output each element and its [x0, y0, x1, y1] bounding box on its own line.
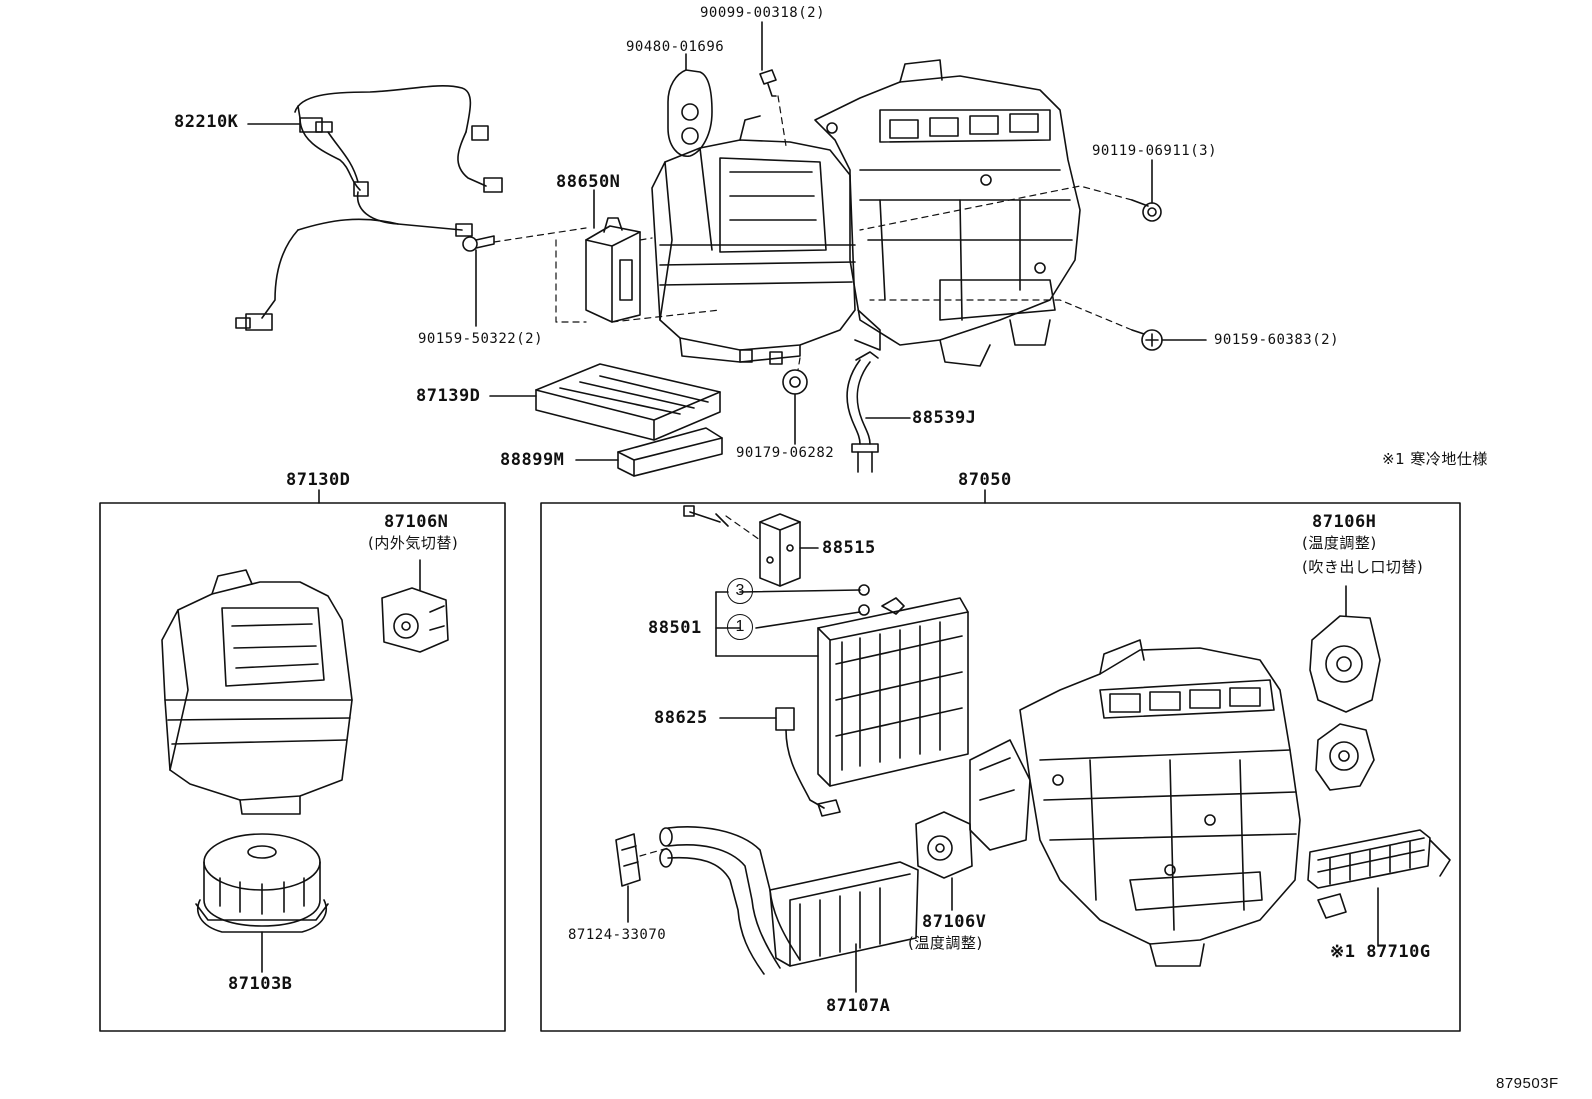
- label-88539j: 88539J: [912, 408, 977, 428]
- screw-90099-00318: [759, 69, 777, 97]
- figure-code: 879503F: [1496, 1075, 1559, 1092]
- label-87103b: 87103B: [228, 974, 293, 994]
- label-87106n: 87106N: [384, 512, 449, 532]
- callout-circle-1: 1: [727, 614, 753, 640]
- label-87710g: ※1 87710G: [1330, 942, 1431, 962]
- top-hvac-assembly: [651, 59, 1081, 367]
- screw-90159-50322: [462, 235, 495, 252]
- grommet-90179-06282: [782, 369, 808, 395]
- blower-module-88650n: [585, 217, 641, 323]
- label-88899m: 88899M: [500, 450, 565, 470]
- bolt-90119-06911: [1131, 199, 1162, 222]
- label-87130d: 87130D: [286, 470, 351, 490]
- label-87124-33070: 87124-33070: [568, 927, 667, 943]
- blower-motor-87103b: [195, 833, 329, 933]
- label-82210k: 82210K: [174, 112, 239, 132]
- expansion-valve-88515: [683, 505, 801, 587]
- label-90099-00318: 90099-00318(2): [700, 5, 826, 21]
- callout-circle-3: 3: [727, 578, 753, 604]
- label-87139d: 87139D: [416, 386, 481, 406]
- blower-case-87130d: [161, 569, 353, 815]
- evaporator-88501: [817, 597, 969, 787]
- label-87106h-desc1: (温度調整): [1302, 534, 1377, 552]
- filter-87139d: [535, 363, 721, 441]
- drain-hose-88539j: [846, 351, 879, 473]
- screw-90159-60383: [1131, 329, 1163, 351]
- filter-cover-88899m: [617, 427, 723, 477]
- servo-87106n: [381, 587, 449, 653]
- ptc-heater-87710g: [1307, 829, 1451, 919]
- label-87106v: 87106V: [922, 912, 987, 932]
- heater-unit-housing-87050: [969, 639, 1301, 967]
- leader-lines: [247, 21, 1379, 993]
- label-90119-06911: 90119-06911(3): [1092, 143, 1218, 159]
- bracket-87124-33070: [615, 833, 641, 887]
- servo-87106h: [1309, 615, 1381, 791]
- label-88515: 88515: [822, 538, 876, 558]
- label-88650n: 88650N: [556, 172, 621, 192]
- label-90480-01696: 90480-01696: [626, 39, 725, 55]
- label-90179-06282: 90179-06282: [736, 445, 835, 461]
- note-cold-region-spec: ※1 寒冷地仕様: [1382, 450, 1488, 468]
- heater-core-87107a: [659, 826, 919, 975]
- servo-87106v: [915, 811, 973, 879]
- label-88501: 88501: [648, 618, 702, 638]
- label-87106n-desc: (内外気切替): [368, 534, 459, 552]
- label-87106v-desc: (温度調整): [908, 934, 983, 952]
- wire-harness-82210k: [235, 85, 503, 331]
- label-90159-60383: 90159-60383(2): [1214, 332, 1340, 348]
- sensor-88625: [775, 707, 841, 817]
- label-90159-50322: 90159-50322(2): [418, 331, 544, 347]
- frame-87050: [540, 502, 1461, 1032]
- label-87106h-desc2: (吹き出し口切替): [1302, 558, 1424, 576]
- grommet-90480-01696: [667, 69, 713, 157]
- label-88625: 88625: [654, 708, 708, 728]
- frame-87130d: [99, 502, 506, 1032]
- label-87106h: 87106H: [1312, 512, 1377, 532]
- label-87107a: 87107A: [826, 996, 891, 1016]
- label-87050: 87050: [958, 470, 1012, 490]
- alignment-lines: [493, 95, 1133, 857]
